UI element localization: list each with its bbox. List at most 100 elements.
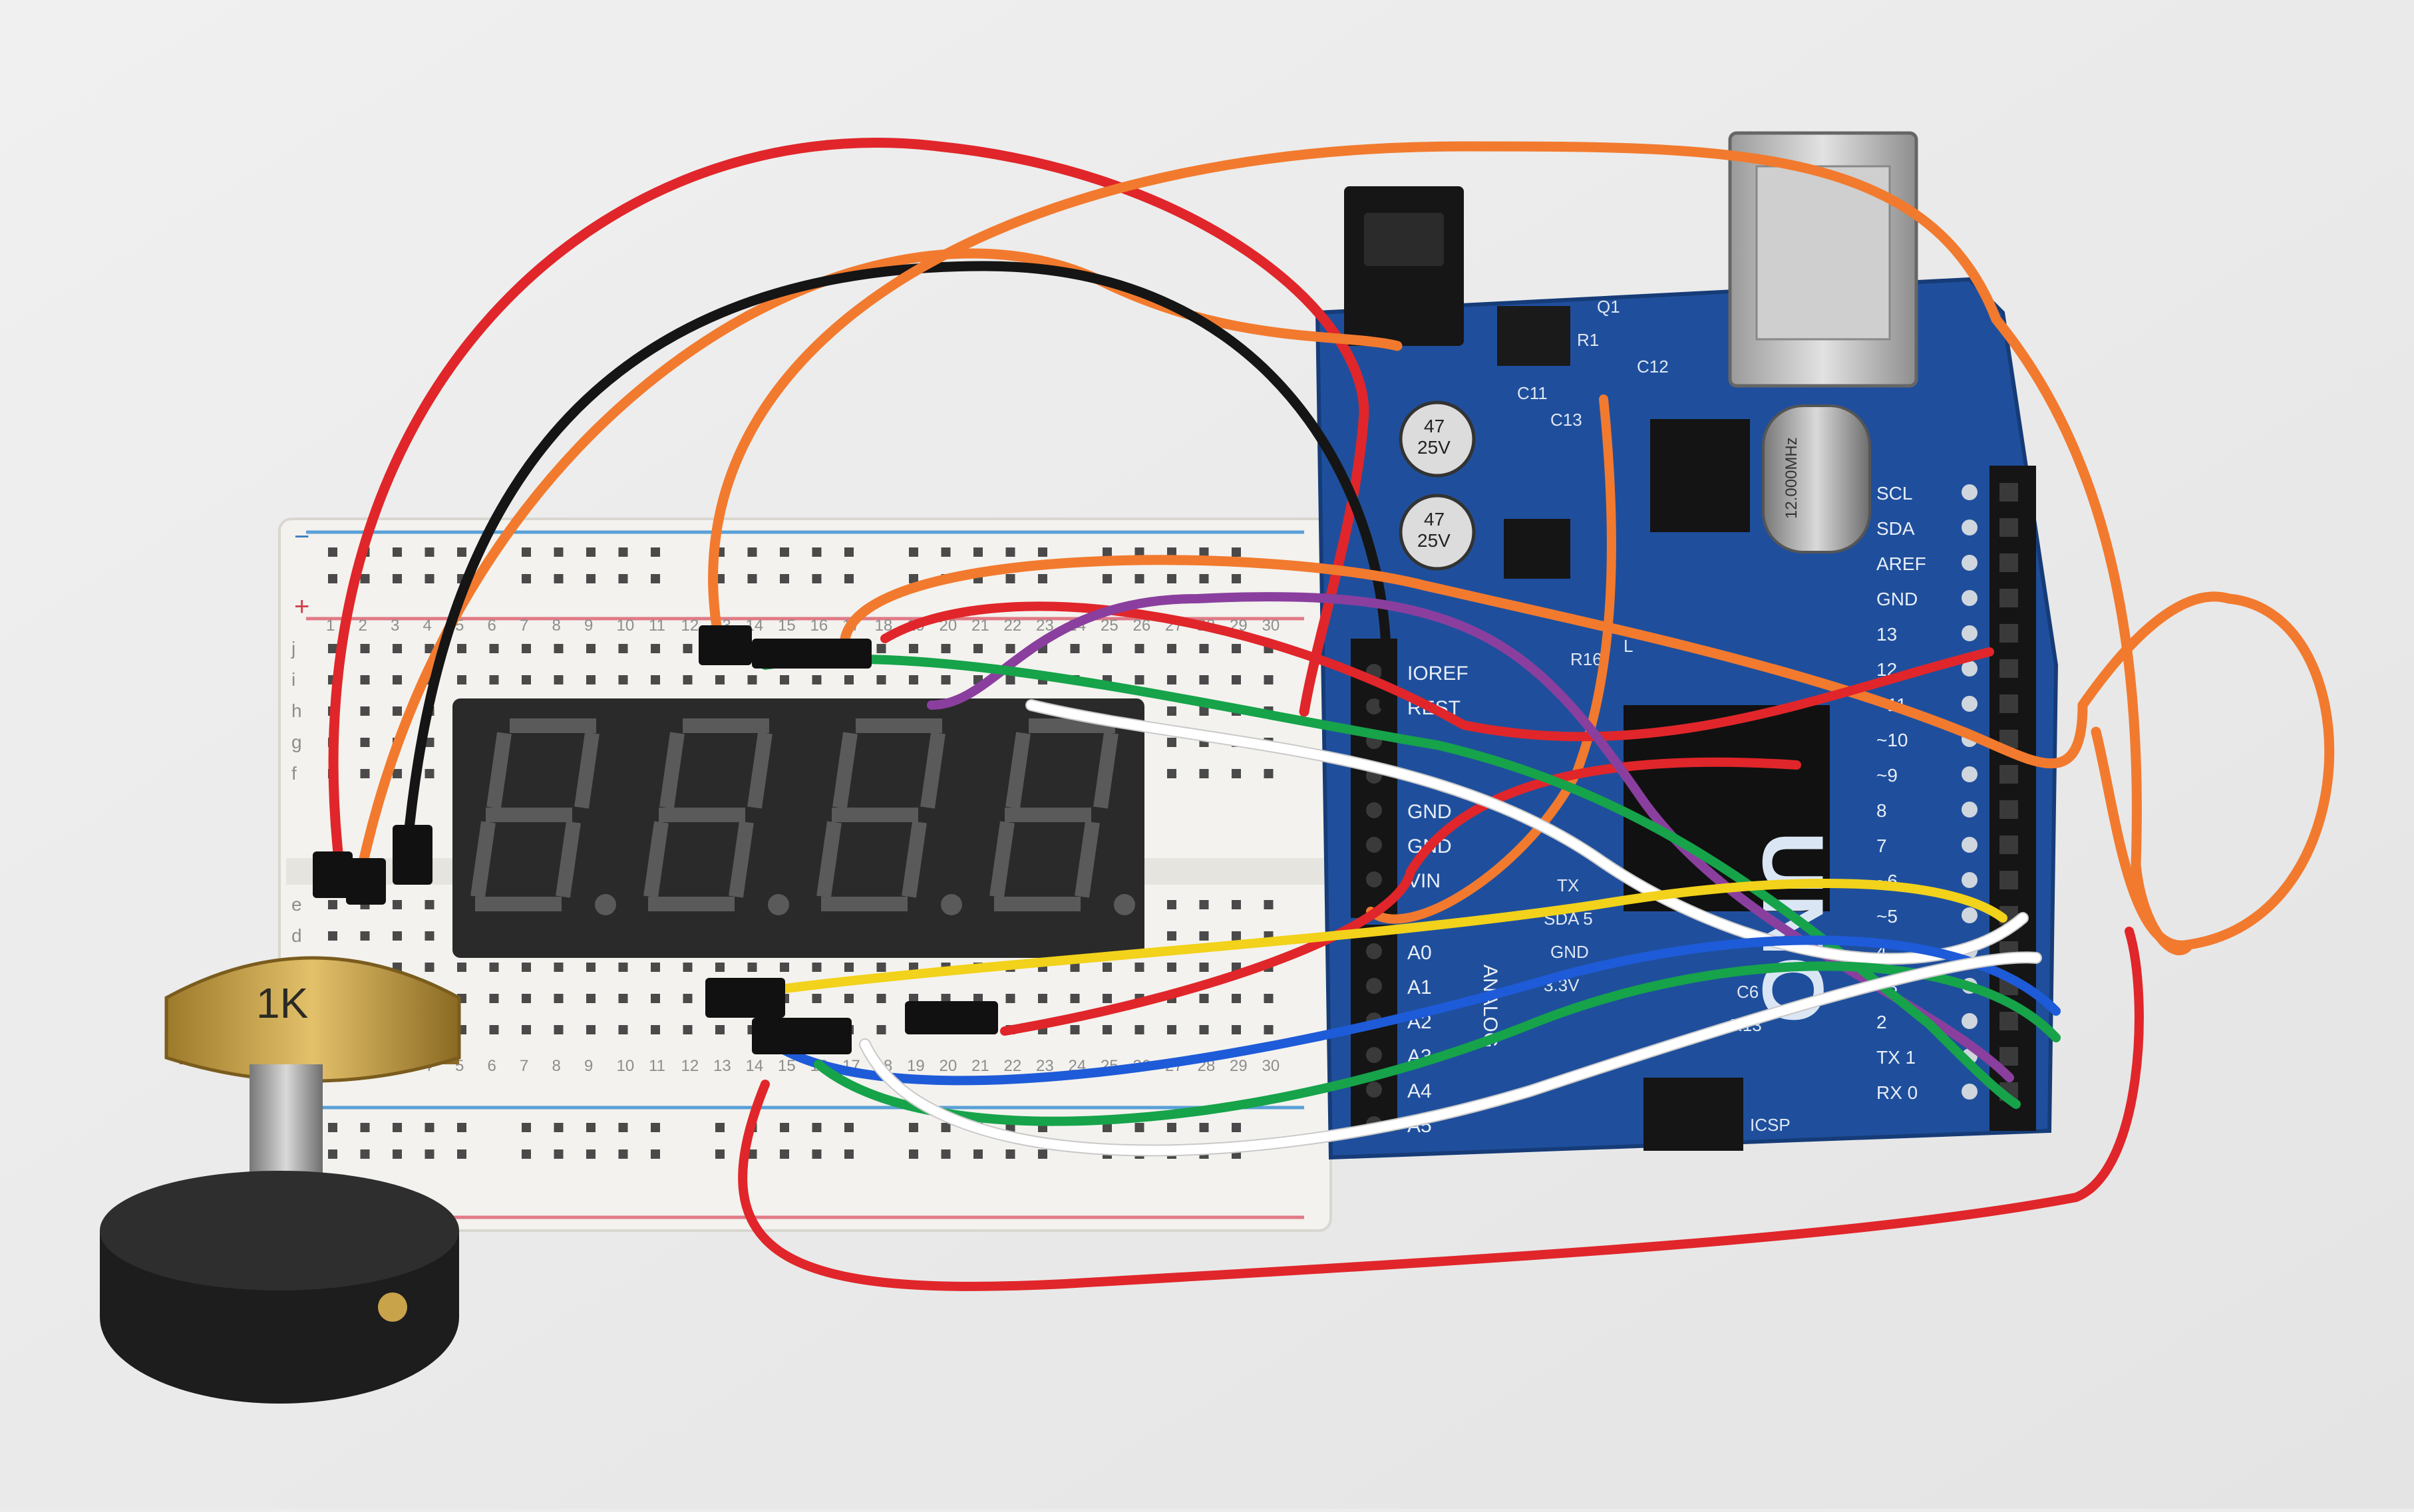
column-number: 12: [681, 1057, 699, 1075]
wire-yellow: [714, 879, 2007, 1002]
column-number: 11: [649, 617, 665, 635]
segment: [510, 718, 596, 733]
breadboard-hole: [554, 963, 564, 972]
header-pin: [1366, 1047, 1382, 1063]
header-pin: [1999, 765, 2018, 784]
jumper-wires: [328, 138, 2335, 1291]
breadboard-hole: [876, 644, 886, 653]
breadboard-hole: [457, 675, 466, 684]
breadboard-hole: [1199, 675, 1209, 684]
column-number: 21: [971, 1057, 989, 1075]
rail-hole: [554, 547, 564, 557]
breadboard-hole: [1070, 644, 1080, 653]
rail-hole: [522, 547, 531, 557]
column-number: 21: [971, 617, 989, 635]
silkscreen-label: R16: [1570, 649, 1602, 669]
pin-label: 7: [1876, 835, 1887, 856]
pin-label: ~9: [1876, 765, 1898, 786]
breadboard-hole: [328, 644, 337, 653]
rail-hole: [844, 1149, 854, 1159]
segment: [1005, 732, 1031, 809]
breadboard-hole: [1199, 1025, 1209, 1034]
row-letter: i: [291, 669, 295, 690]
rail-hole: [457, 547, 466, 557]
breadboard-hole: [876, 675, 886, 684]
rail-hole: [812, 1149, 822, 1159]
pin-label: A0: [1407, 942, 1432, 964]
breadboard-hole: [780, 675, 789, 684]
rail-plus-label: +: [294, 592, 309, 621]
rail-hole: [425, 547, 434, 557]
column-number: 10: [617, 1057, 635, 1075]
segment: [816, 821, 842, 898]
rail-hole: [780, 547, 789, 557]
header-pad: [1962, 907, 1978, 923]
breadboard-hole: [1103, 1025, 1112, 1034]
rail-hole: [618, 1149, 628, 1159]
breadboard-hole: [1005, 644, 1015, 653]
silkscreen-label: L: [1624, 636, 1633, 656]
breadboard-hole: [1103, 644, 1112, 653]
column-number: 12: [681, 617, 699, 635]
breadboard-hole: [1167, 706, 1176, 716]
header-pad: [1962, 625, 1978, 641]
rail-hole: [844, 547, 854, 557]
rail-hole: [747, 1149, 757, 1159]
breadboard-hole: [586, 675, 596, 684]
segment: [486, 808, 572, 822]
rail-hole: [586, 1123, 596, 1132]
row-letter: e: [291, 894, 302, 915]
rail-minus-label: −: [294, 522, 309, 551]
rail-hole: [554, 574, 564, 583]
dupont-housing: [905, 1001, 998, 1034]
segment: [643, 821, 669, 898]
segment: [920, 732, 946, 809]
wire-white: [860, 953, 2041, 1155]
usb-chip: [1650, 419, 1750, 532]
breadboard-hole: [618, 644, 628, 653]
digit: [989, 718, 1135, 915]
row-letter: g: [291, 732, 302, 752]
rail-hole: [618, 574, 628, 583]
rail-hole: [780, 1123, 789, 1132]
rail-hole: [1038, 574, 1047, 583]
breadboard-hole: [909, 644, 918, 653]
segment: [832, 732, 858, 809]
rail-hole: [941, 1123, 951, 1132]
breadboard-hole: [683, 644, 693, 653]
seven-segment-display: [452, 698, 1144, 958]
pin-label: GND: [1407, 801, 1452, 823]
decimal-point: [941, 894, 962, 915]
column-number: 11: [649, 1057, 665, 1075]
silkscreen-label: TX: [1557, 875, 1579, 895]
silkscreen-label: C12: [1637, 357, 1669, 377]
breadboard-hole: [973, 994, 983, 1003]
rail-hole: [844, 574, 854, 583]
pin-label: ~10: [1876, 730, 1908, 750]
breadboard-hole: [618, 994, 628, 1003]
column-number: 2: [359, 617, 367, 635]
microcontroller-chip: [1624, 705, 1830, 911]
segment: [659, 808, 745, 822]
breadboard-hole: [812, 963, 822, 972]
rail-hole: [1134, 1123, 1144, 1132]
breadboard-hole: [1264, 900, 1274, 909]
breadboard-hole: [1232, 1025, 1241, 1034]
segment: [475, 897, 562, 911]
rail-hole: [909, 1149, 918, 1159]
breadboard-hole: [1199, 963, 1209, 972]
rail-hole: [1167, 574, 1176, 583]
rail-hole: [812, 574, 822, 583]
column-number: 15: [778, 617, 796, 635]
rail-hole: [618, 1123, 628, 1132]
breadboard-hole: [844, 675, 854, 684]
breadboard-hole: [1103, 963, 1112, 972]
svg-text:25V: 25V: [1417, 437, 1451, 458]
rail-hole: [812, 1123, 822, 1132]
rail-hole: [941, 1149, 951, 1159]
svg-text:12.000MHz: 12.000MHz: [1783, 437, 1801, 519]
breadboard-hole: [393, 900, 402, 909]
breadboard-hole: [651, 675, 660, 684]
crystal-oscillator: [1762, 404, 1871, 553]
pin-label: SDA: [1876, 518, 1915, 539]
